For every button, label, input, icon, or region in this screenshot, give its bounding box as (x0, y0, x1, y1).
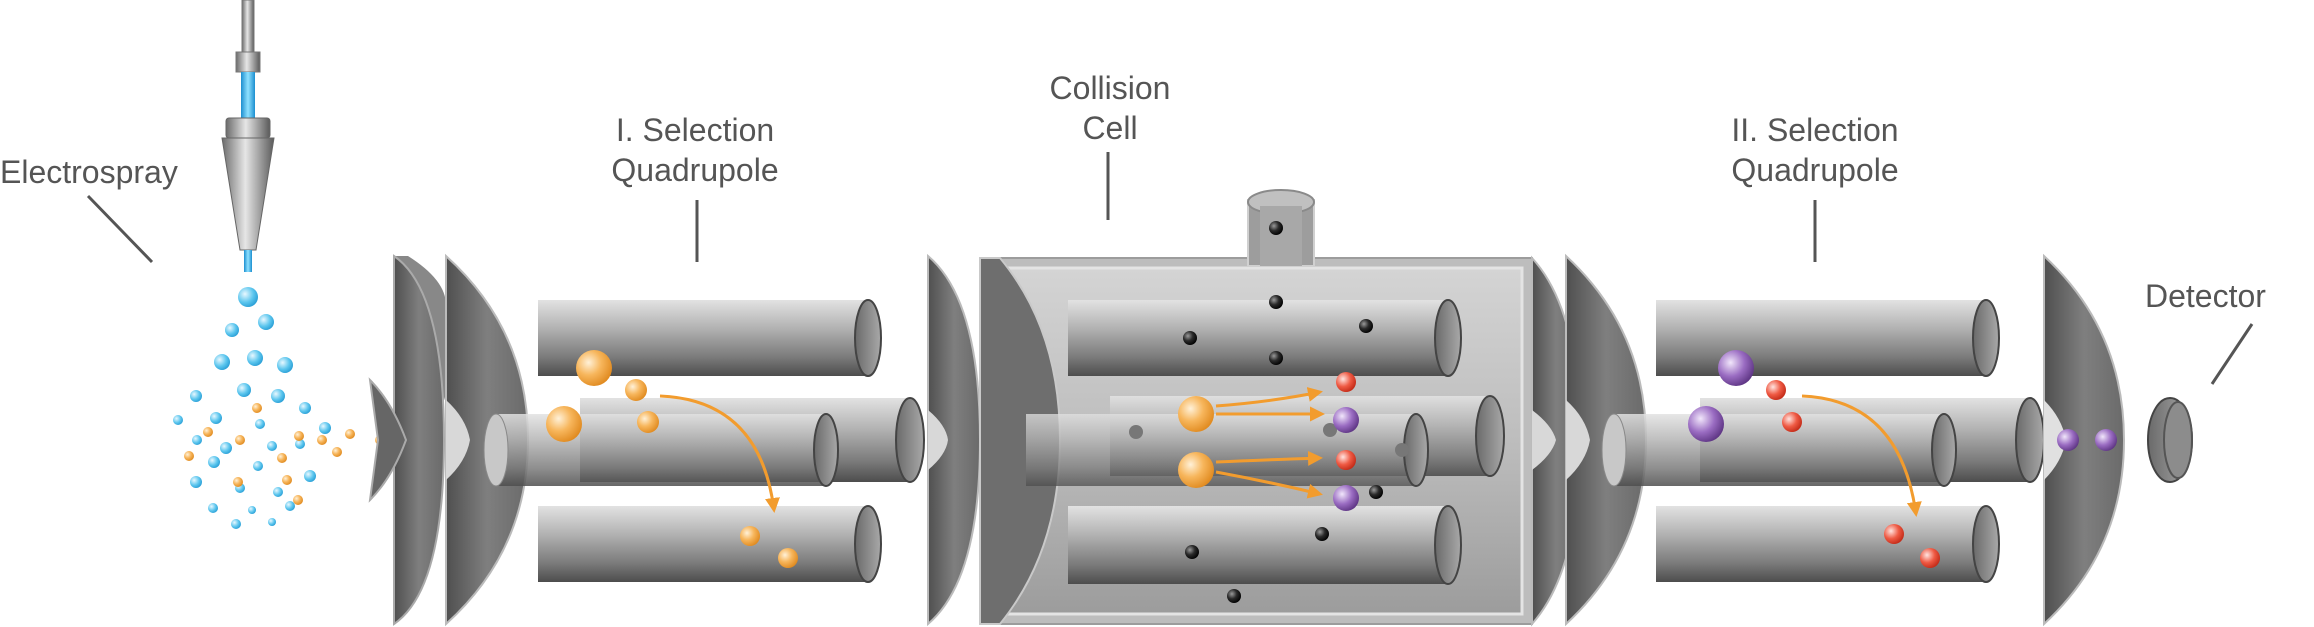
detector (2147, 397, 2193, 483)
quadrupole-2 (1565, 253, 2045, 627)
label-line-1: Collision (1049, 70, 1171, 106)
label-electrospray: Electrospray (0, 152, 178, 192)
collision-cell (927, 189, 1582, 627)
label-line-2: Cell (1082, 110, 1138, 146)
label-selection-quadrupole-1: I. Selection Quadrupole (595, 110, 795, 190)
label-detector: Detector (2145, 276, 2266, 316)
label-line-2: Quadrupole (1731, 152, 1899, 188)
label-selection-quadrupole-2: II. Selection Quadrupole (1700, 110, 1930, 190)
label-line-2: Quadrupole (611, 152, 779, 188)
exit-lens (2043, 253, 2126, 627)
label-line-1: II. Selection (1731, 112, 1899, 148)
quadrupole-1-ions (546, 350, 798, 568)
electrospray-pointer (86, 194, 154, 264)
label-detector-text: Detector (2145, 278, 2266, 314)
label-line-1: I. Selection (615, 112, 775, 148)
label-collision-cell: Collision Cell (1010, 68, 1210, 148)
label-electrospray-text: Electrospray (0, 154, 178, 190)
electrospray-needle (221, 0, 275, 272)
collision-cell-ions (1178, 372, 1359, 511)
quadrupole-2-ions (1688, 350, 1940, 568)
quadrupole-1 (483, 299, 925, 583)
detector-pointer (2210, 323, 2254, 385)
collision-gas-molecules (1129, 221, 1409, 603)
